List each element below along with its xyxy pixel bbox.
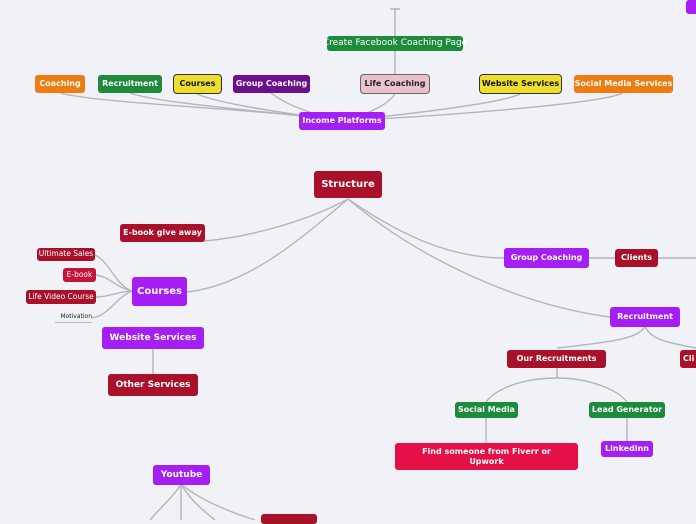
recruitment-top-node[interactable]: Recruitment [98,75,162,93]
courses-top-node[interactable]: Courses [173,74,222,94]
other-services-node[interactable]: Other Services [108,374,198,396]
courses-node[interactable]: Courses [132,277,187,306]
life-video-course-node[interactable]: Life Video Course [26,290,96,304]
structure-node[interactable]: Structure [314,171,382,198]
group-coaching-top-node[interactable]: Group Coaching [233,75,310,93]
life-coaching-node[interactable]: Life Coaching [360,74,430,94]
clients-cut-node[interactable]: Cli [680,350,696,368]
ultimate-sales-node[interactable]: Ultimate Sales [37,248,95,261]
social-media-services-node[interactable]: Social Media Services [574,75,673,93]
youtube-node[interactable]: Youtube [153,465,210,485]
bottom-cut-node[interactable] [261,514,317,524]
our-recruitments-node[interactable]: Our Recruitments [507,350,606,368]
coaching-node[interactable]: Coaching [35,75,85,93]
motivation-node[interactable]: Motivation [55,313,92,323]
recruitment-node[interactable]: Recruitment [610,307,680,327]
ebook-giveaway-node[interactable]: E-book give away [120,224,205,242]
create-facebook-coaching-page-node[interactable]: Create Facebook Coaching Page [323,36,467,51]
clients-node[interactable]: Clients [615,249,658,267]
find-someone-node[interactable]: Find someone from Fiverr or Upwork [395,443,578,470]
corner-node[interactable] [686,0,696,14]
linkedinn-node[interactable]: Linkedinn [601,441,653,457]
website-services-top-node[interactable]: Website Services [479,74,562,94]
income-platforms-node[interactable]: Income Platforms [299,112,385,130]
website-services-node[interactable]: Website Services [102,327,204,349]
social-media-node[interactable]: Social Media [455,402,518,418]
lead-generator-node[interactable]: Lead Generator [589,402,665,418]
group-coaching-node[interactable]: Group Coaching [504,248,589,268]
ebook-node[interactable]: E-book [63,268,96,282]
